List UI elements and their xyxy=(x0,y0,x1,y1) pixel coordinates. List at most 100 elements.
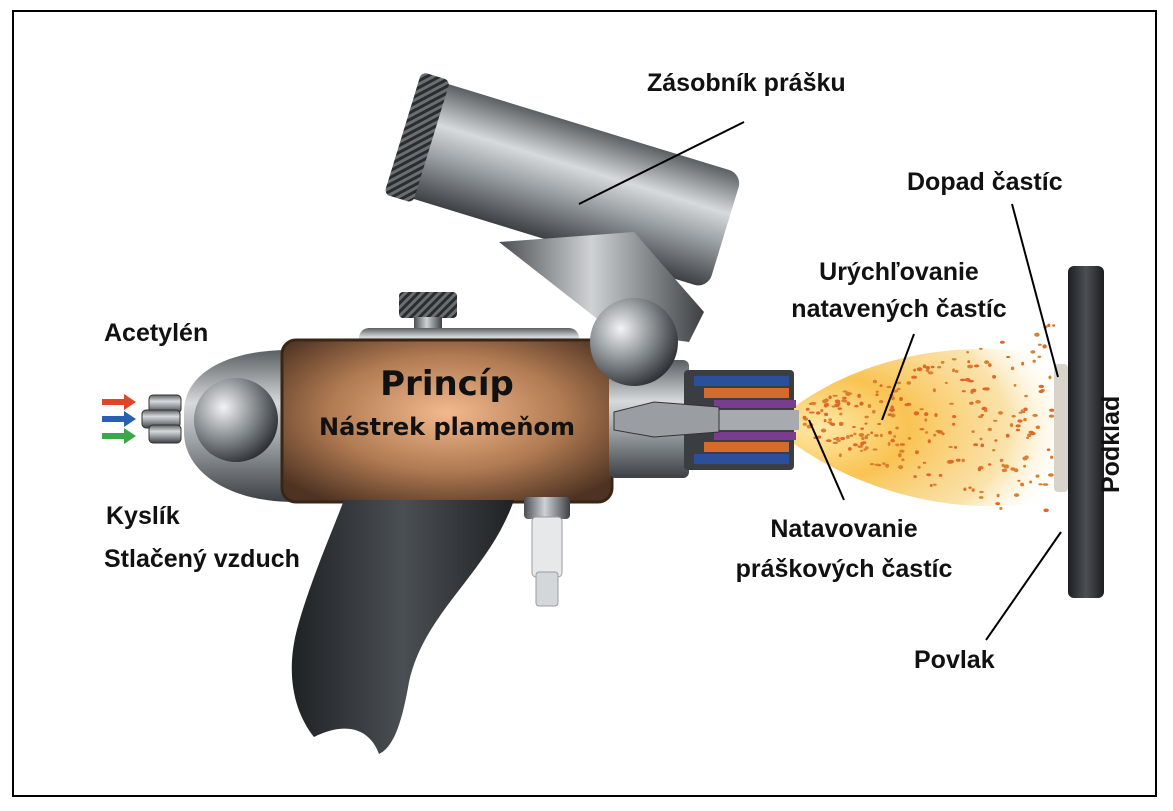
particle-dot xyxy=(967,379,974,383)
particle-dot xyxy=(802,415,807,420)
particle-dot xyxy=(869,462,875,466)
particle-dot xyxy=(1015,424,1021,428)
body-title-sub: Nástrek plameňom xyxy=(319,413,575,441)
particle-dot xyxy=(857,393,861,398)
particle-dot xyxy=(938,473,943,477)
particle-dot xyxy=(906,381,912,385)
particle-dot xyxy=(980,443,985,448)
particle-dot xyxy=(907,436,912,440)
particle-dot xyxy=(940,361,945,364)
particle-dot xyxy=(882,462,886,465)
label-compressed-air: Stlačený vzduch xyxy=(104,545,300,573)
particle-dot xyxy=(1009,423,1014,428)
particle-dot xyxy=(846,401,851,406)
particle-dot xyxy=(932,388,937,393)
particle-dot xyxy=(1021,361,1024,366)
particle-dot xyxy=(949,402,954,405)
body-title-main: Princíp xyxy=(380,364,514,404)
particle-dot xyxy=(853,432,857,436)
particle-dot xyxy=(859,401,864,406)
particle-dot xyxy=(895,443,900,447)
particle-dot xyxy=(969,401,974,405)
particle-dot xyxy=(988,363,992,367)
gun-handle xyxy=(291,500,514,754)
particle-dot xyxy=(927,439,931,444)
adjust-knob xyxy=(399,292,457,318)
particle-dot xyxy=(959,378,966,382)
particle-dot xyxy=(1024,394,1028,398)
particle-dot xyxy=(984,409,988,413)
particle-dot xyxy=(1026,436,1029,439)
particle-dot xyxy=(879,384,883,387)
particle-dot xyxy=(1029,480,1033,484)
particle-dot xyxy=(870,431,874,435)
particle-dot xyxy=(999,458,1004,462)
particle-dot xyxy=(1020,482,1025,487)
particle-dot xyxy=(929,484,933,487)
particle-dot xyxy=(879,400,884,404)
particle-dot xyxy=(898,465,904,470)
particle-dot xyxy=(992,449,996,452)
particle-dot xyxy=(849,434,854,437)
particle-dot xyxy=(919,408,924,411)
particle-dot xyxy=(1027,433,1032,438)
particle-dot xyxy=(932,483,937,486)
particle-dot xyxy=(926,473,932,477)
particle-dot xyxy=(979,437,983,441)
particle-dot xyxy=(1013,493,1020,497)
particle-dot xyxy=(966,351,969,354)
particle-dot xyxy=(858,433,865,437)
particle-dot xyxy=(899,397,903,401)
particle-dot xyxy=(1010,467,1016,471)
particle-dot xyxy=(917,465,921,469)
particle-dot xyxy=(941,432,945,436)
particle-dot xyxy=(879,433,883,438)
particle-dot xyxy=(948,459,954,464)
leader-coating xyxy=(985,531,1062,641)
particle-dot xyxy=(816,411,821,415)
particle-dot xyxy=(1022,456,1028,461)
particle-dot xyxy=(1038,483,1043,486)
particle-dot xyxy=(836,439,841,442)
particle-dot xyxy=(1028,430,1034,434)
particle-dot xyxy=(863,448,867,451)
particle-dot xyxy=(913,368,916,372)
particle-dot xyxy=(934,413,938,417)
particle-dot xyxy=(978,496,984,499)
particle-dot xyxy=(893,435,897,438)
particle-dot xyxy=(888,430,892,435)
label-melting-2: práškových častíc xyxy=(735,555,953,583)
particle-dot xyxy=(852,443,858,447)
particle-dot xyxy=(864,415,869,419)
particle-dot xyxy=(887,441,891,446)
particle-dot xyxy=(1015,428,1021,432)
label-substrate: Podklad xyxy=(1097,395,1125,493)
particle-dot xyxy=(824,412,829,417)
particle-dot xyxy=(930,365,935,369)
particle-dot xyxy=(839,412,843,416)
flame-plume xyxy=(794,348,1059,507)
particle-dot xyxy=(1017,419,1023,423)
particle-dot xyxy=(839,423,843,426)
particle-dot xyxy=(901,458,905,462)
particle-dot xyxy=(937,430,943,434)
particle-dot xyxy=(984,360,990,365)
particle-dot xyxy=(874,463,880,466)
particle-dot xyxy=(1023,417,1027,422)
particle-dot xyxy=(971,488,975,492)
particle-dot xyxy=(977,415,984,419)
label-acetylene: Acetylén xyxy=(104,319,209,347)
particle-dot xyxy=(1038,389,1044,394)
particle-dot xyxy=(864,422,868,425)
particle-dot xyxy=(841,399,847,403)
particle-dot xyxy=(874,434,879,437)
diagram-frame: Zásobník prášku Dopad častíc Urýchľovani… xyxy=(12,10,1157,797)
particle-dot xyxy=(1017,479,1021,482)
particle-dot xyxy=(832,394,838,397)
particle-dot xyxy=(1047,323,1051,327)
particle-dot xyxy=(992,375,997,379)
particle-dot xyxy=(889,408,895,412)
particle-dot xyxy=(1023,407,1028,412)
particle-dot xyxy=(1043,508,1049,513)
particle-dot xyxy=(860,427,864,430)
